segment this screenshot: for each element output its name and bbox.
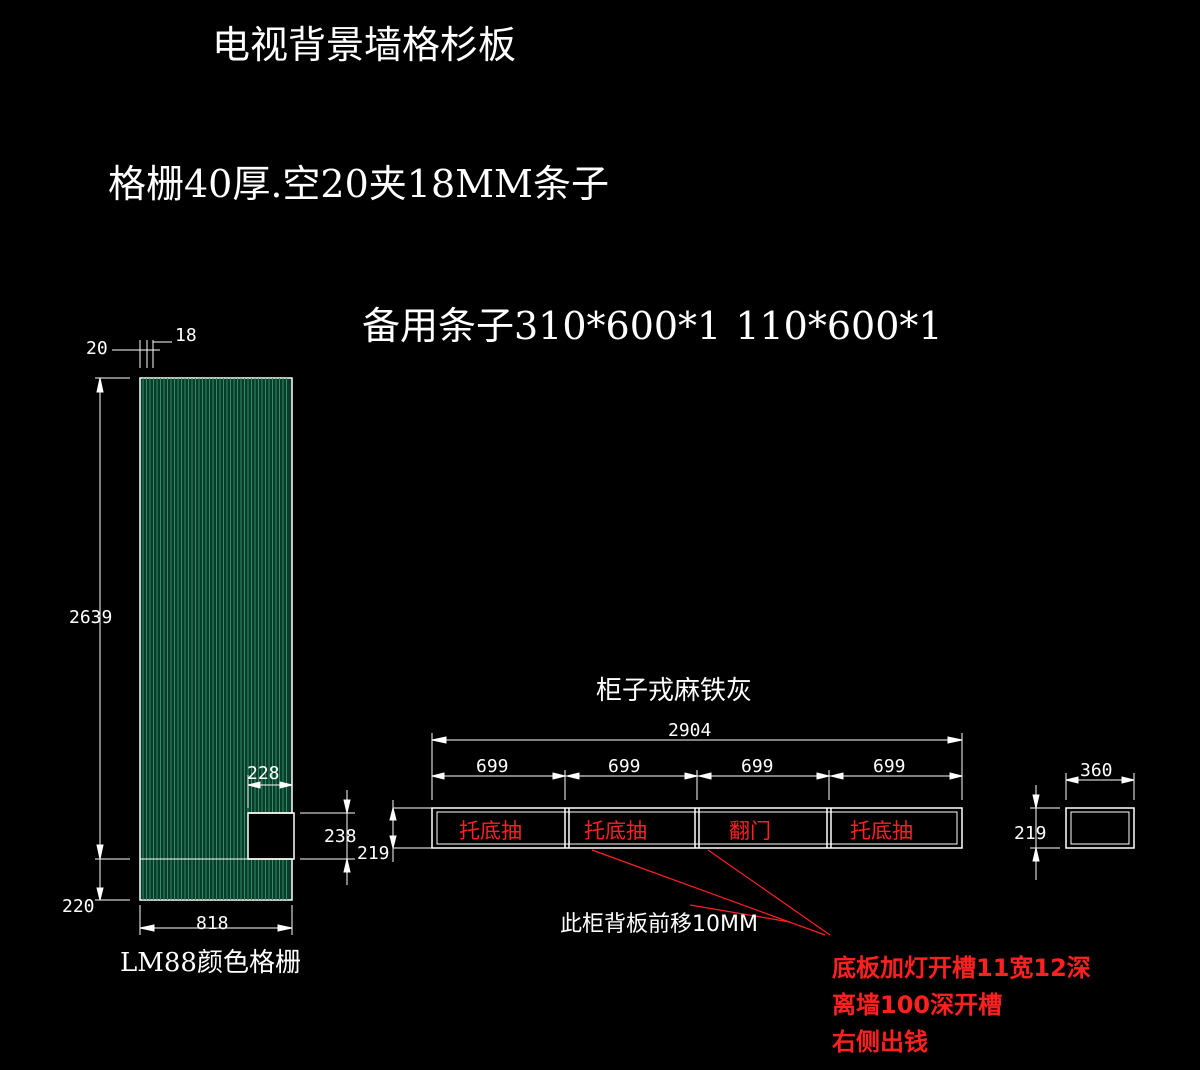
drawing-title: 电视背景墙格杉板 xyxy=(212,23,517,67)
dim-notch-228: 228 xyxy=(247,763,280,784)
dim-total-2904: 2904 xyxy=(668,720,712,741)
red-note-3: 右侧出钱 xyxy=(832,1028,928,1056)
dim-width-818: 818 xyxy=(196,913,229,934)
grille-spec: 格栅40厚.空20夹18MM条子 xyxy=(108,162,609,206)
dim-side-360: 360 xyxy=(1080,760,1113,781)
dim-section-3: 699 xyxy=(741,756,774,777)
dim-notch-238: 238 xyxy=(324,826,357,847)
dim-height-2639: 2639 xyxy=(69,607,113,628)
grille-dimensions xyxy=(95,340,432,935)
dim-side-219: 219 xyxy=(1014,823,1047,844)
cabinet-title: 柜子戎麻铁灰 xyxy=(596,676,753,706)
grille-panel xyxy=(139,377,295,901)
section-label-1: 托底抽 xyxy=(459,819,522,843)
dim-section-1: 699 xyxy=(476,756,509,777)
dim-section-2: 699 xyxy=(608,756,641,777)
dim-gap-20: 20 xyxy=(86,338,108,359)
dim-section-4: 699 xyxy=(873,756,906,777)
section-label-2: 托底抽 xyxy=(584,819,647,843)
dim-bottom-220: 220 xyxy=(62,896,95,917)
spare-strips-note: 备用条子310*600*1 110*600*1 xyxy=(362,304,943,348)
dim-cabinet-219: 219 xyxy=(357,843,390,864)
cabinet-dimensions xyxy=(431,733,963,800)
red-note-2: 离墙100深开槽 xyxy=(832,991,1003,1019)
section-label-4: 托底抽 xyxy=(850,819,913,843)
red-leader-lines xyxy=(591,849,831,936)
cabinet-front xyxy=(431,807,963,849)
red-note-1: 底板加灯开槽11宽12深 xyxy=(832,954,1091,982)
section-label-3: 翻门 xyxy=(729,819,771,843)
cabinet-side-view xyxy=(1030,773,1135,880)
grille-caption: LM88颜色格栅 xyxy=(120,948,301,978)
back-panel-note: 此柜背板前移10MM xyxy=(560,912,758,937)
dim-strip-18: 18 xyxy=(175,325,197,346)
